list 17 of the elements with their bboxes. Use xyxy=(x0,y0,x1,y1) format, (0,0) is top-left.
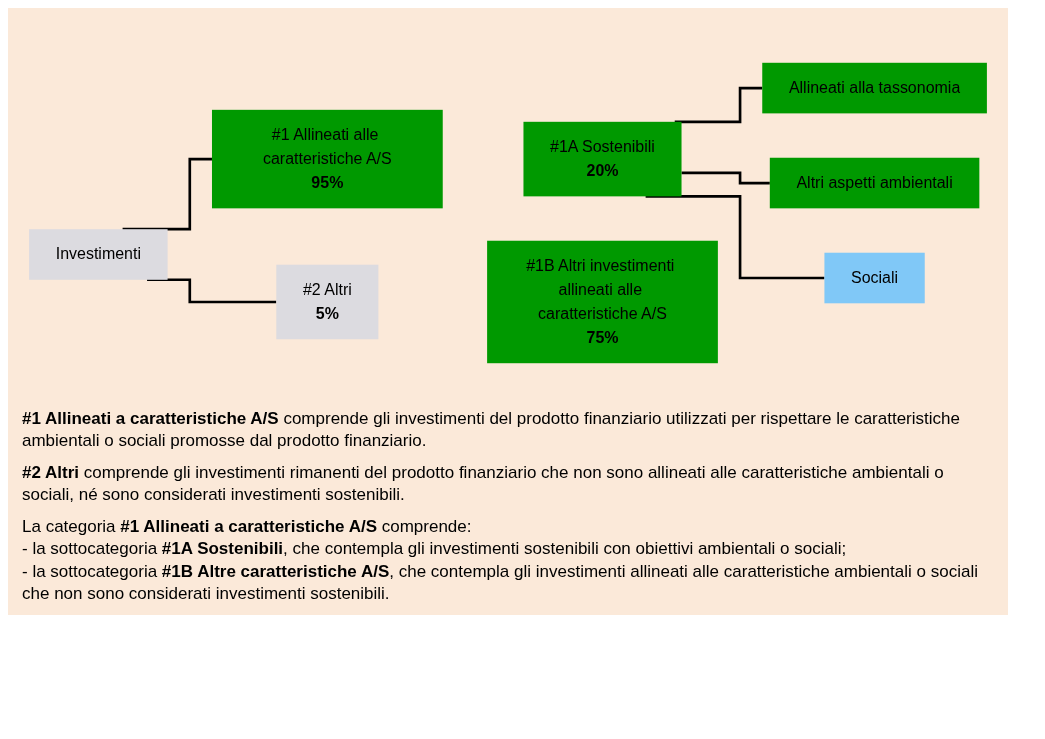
note-text: #1 Allineati a caratteristiche A/S comprende gli investimenti del prodotto finanziario utilizzati per rispettare le caratteristiche ambientali o sociali promosse dal prodotto finanziario. xyxy=(22,408,961,453)
diagram-drawing: Investimenti #1 Allineati alle caratteristiche A/S 95% #2 Altri 5% #1A Sostenibili 20% #1B Altri investimenti allineati alle caratteristiche A/S 75% Allineati alla tassonomia Altri aspetti ambientali Sociali xyxy=(22,18,994,408)
node-box xyxy=(29,229,168,280)
node-box xyxy=(824,252,925,304)
note-text: La categoria #1 Allineati a caratteristiche A/S comprende: xyxy=(22,516,473,539)
node-box xyxy=(276,264,379,340)
node-box xyxy=(762,62,987,114)
note-text: - la sottocategoria #1B Altre caratteristiche A/S, che contempla gli investimenti allineati alle caratteristiche ambientali o sociali che non sono considerati investimenti sostenibili. xyxy=(22,560,979,605)
node-box xyxy=(487,240,718,364)
node-box xyxy=(769,157,980,209)
connector xyxy=(645,195,826,280)
note-text: #2 Altri comprende gli investimenti rimanenti del prodotto finanziario che non sono allineati alle caratteristiche ambientali o sociali, né sono considerati investimenti sostenibili. xyxy=(22,462,945,507)
connector xyxy=(674,86,764,124)
node-box xyxy=(523,121,682,197)
connector xyxy=(147,278,278,304)
node-box xyxy=(212,109,443,209)
note-text: - la sottocategoria #1A Sostenibili, che contempla gli investimenti sostenibili con obiettivi ambientali o sociali; xyxy=(22,538,848,561)
